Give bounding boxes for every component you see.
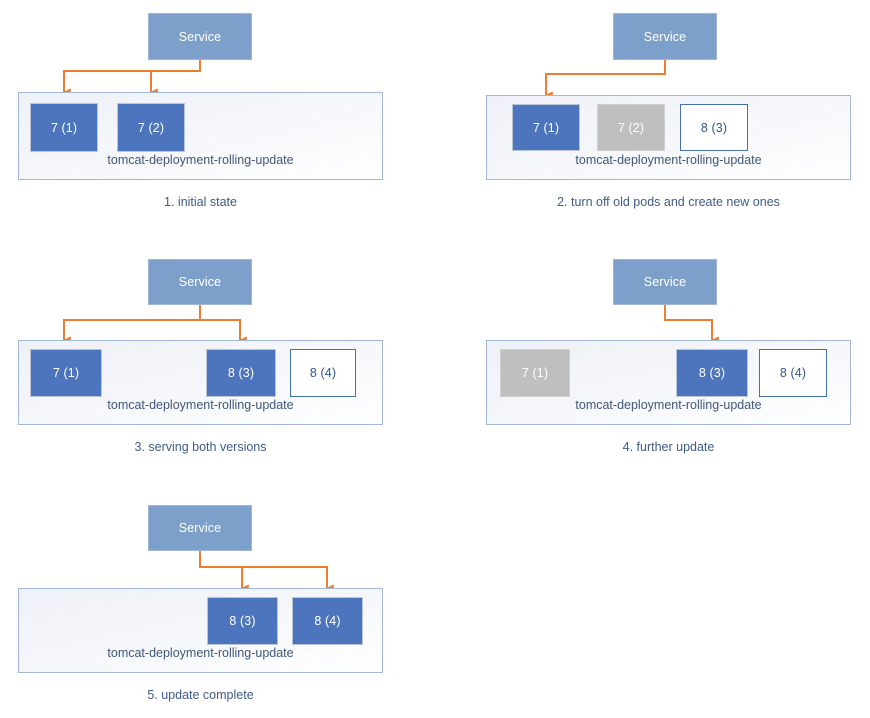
pod-7-1[interactable]: 7 (1) xyxy=(512,104,580,151)
deployment-name-label: tomcat-deployment-rolling-update xyxy=(107,153,294,167)
pod-7-1[interactable]: 7 (1) xyxy=(30,103,98,152)
deployment-name-label: tomcat-deployment-rolling-update xyxy=(575,153,762,167)
panel-2-connector xyxy=(545,60,666,99)
panel-4-connector xyxy=(664,305,719,344)
panel-2-caption: 2. turn off old pods and create new ones xyxy=(557,195,780,209)
pod-8-3[interactable]: 8 (3) xyxy=(680,104,748,151)
service-box[interactable]: Service xyxy=(613,13,717,60)
panel-1-connector xyxy=(63,60,201,96)
service-box[interactable]: Service xyxy=(613,259,717,305)
panel-5-caption: 5. update complete xyxy=(147,688,254,702)
pod-8-3[interactable]: 8 (3) xyxy=(676,349,748,397)
pod-7-2[interactable]: 7 (2) xyxy=(117,103,185,152)
panel-3-caption: 3. serving both versions xyxy=(134,440,267,454)
panel-3-connector xyxy=(63,305,247,344)
deployment-name-label: tomcat-deployment-rolling-update xyxy=(107,398,294,412)
pod-8-3[interactable]: 8 (3) xyxy=(207,597,278,645)
pod-8-3[interactable]: 8 (3) xyxy=(206,349,276,397)
deployment-name-label: tomcat-deployment-rolling-update xyxy=(575,398,762,412)
deployment-name-label: tomcat-deployment-rolling-update xyxy=(107,646,294,660)
pod-8-4[interactable]: 8 (4) xyxy=(759,349,827,397)
pod-7-2[interactable]: 7 (2) xyxy=(597,104,665,151)
pod-7-1[interactable]: 7 (1) xyxy=(500,349,570,397)
pod-8-4[interactable]: 8 (4) xyxy=(292,597,363,645)
pod-8-4[interactable]: 8 (4) xyxy=(290,349,356,397)
service-box[interactable]: Service xyxy=(148,13,252,60)
panel-5-connector xyxy=(199,551,334,592)
pod-7-1[interactable]: 7 (1) xyxy=(30,349,102,397)
service-box[interactable]: Service xyxy=(148,259,252,305)
service-box[interactable]: Service xyxy=(148,505,252,551)
panel-4-caption: 4. further update xyxy=(622,440,715,454)
panel-1-caption: 1. initial state xyxy=(164,195,237,209)
